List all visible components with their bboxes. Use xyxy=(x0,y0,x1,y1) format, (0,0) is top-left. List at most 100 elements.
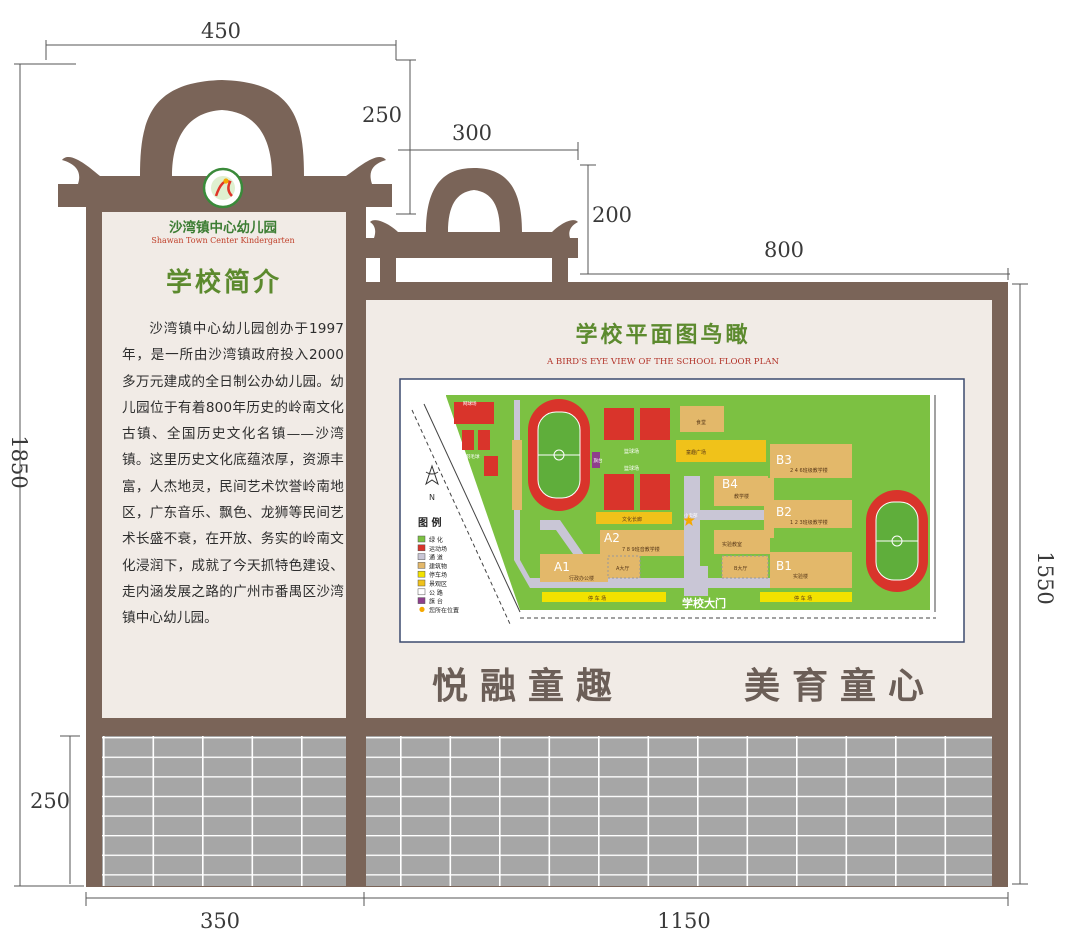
road-line-1 xyxy=(411,409,511,625)
legend-swatch xyxy=(417,553,426,560)
zone-b2-sub: 1 2 3班级教学楼 xyxy=(790,519,828,526)
left-panel-base xyxy=(102,736,346,886)
dim-mid-gable-width: 300 xyxy=(452,121,492,145)
left-roof-arch xyxy=(58,80,392,207)
court-basketball-1 xyxy=(604,408,634,440)
bldg-lab-class xyxy=(714,530,770,554)
school-logo xyxy=(202,167,244,209)
slogan-left: 悦融童趣 xyxy=(432,665,624,707)
bldg-b1 xyxy=(770,552,852,588)
court-basketball-3 xyxy=(604,474,634,510)
right-board-base xyxy=(366,736,992,886)
legend-label: 您所在位置 xyxy=(429,606,459,614)
board-gap-strip xyxy=(346,718,366,886)
bldg-b4 xyxy=(714,476,768,506)
legend-label: 停车场 xyxy=(429,571,447,579)
dimension-lines xyxy=(14,40,1028,906)
bldg-b3 xyxy=(770,444,852,478)
map-north-label: N xyxy=(429,493,435,502)
dim-right-panel-width: 1150 xyxy=(657,909,710,933)
zone-a1-sub: 行政办公楼 xyxy=(569,575,594,582)
legend-label: 建筑物 xyxy=(429,562,447,570)
bldg-a1 xyxy=(540,554,608,582)
mid-roof-arch xyxy=(366,168,578,258)
road-line-2 xyxy=(423,403,521,613)
left-panel-board xyxy=(102,212,346,718)
zone-b-hall: B大厅 xyxy=(734,565,747,572)
legend-swatch xyxy=(417,570,426,578)
legend-label: 景观区 xyxy=(429,581,447,588)
bldg-b2 xyxy=(770,500,852,528)
zone-lab-class: 实验教室 xyxy=(722,541,742,548)
zone-plaza: 童趣广场 xyxy=(686,449,706,456)
bldg-corridor-left xyxy=(512,440,522,510)
culture-corridor xyxy=(596,512,672,524)
bldg-b-corridor xyxy=(764,478,774,538)
zone-culture: 文化长廊 xyxy=(622,516,642,523)
bldg-a-hall xyxy=(607,555,641,579)
mid-post-right xyxy=(552,256,568,286)
legend-label: 公 路 xyxy=(429,589,443,597)
legend-label: 通 道 xyxy=(429,554,443,562)
legend-label: 旗 台 xyxy=(429,598,443,606)
mid-post-left xyxy=(380,256,396,286)
dim-right-board-height: 1550 xyxy=(1033,551,1057,604)
dim-right-board-width: 800 xyxy=(764,238,804,262)
zone-parking-right: 停 车 场 xyxy=(794,595,812,602)
zone-basketball-top: 篮球场 xyxy=(624,448,639,455)
legend-swatch xyxy=(417,597,426,604)
court-basketball-4 xyxy=(640,474,670,510)
parking-right xyxy=(760,592,852,602)
passage-gate xyxy=(684,566,708,596)
flag-platform xyxy=(592,452,600,468)
legend-label: 运动场 xyxy=(429,545,447,553)
zone-small-shop: 小卖部 xyxy=(684,512,698,519)
logo-head-icon xyxy=(223,178,229,184)
intro-heading: 学校简介 xyxy=(166,267,282,298)
field-left-center xyxy=(553,449,565,461)
zone-a1: A1 xyxy=(554,560,570,574)
legend-swatch xyxy=(417,535,426,543)
legend-swatch xyxy=(419,606,425,613)
court-basketball-2 xyxy=(640,408,670,440)
dim-total-height: 1850 xyxy=(7,435,31,488)
parking-left xyxy=(542,592,666,602)
zone-b1: B1 xyxy=(776,559,792,573)
dim-mid-gable-height: 250 xyxy=(362,103,402,127)
map-title-en: A BIRD'S EYE VIEW OF THE SCHOOL FLOOR PL… xyxy=(546,357,779,367)
legend-swatch xyxy=(417,588,426,596)
zone-b1-sub: 实验楼 xyxy=(793,573,808,580)
campus-map xyxy=(399,378,965,643)
bldg-b-hall xyxy=(721,555,769,579)
school-name-cn: 沙湾镇中心幼儿园 xyxy=(169,219,277,236)
court-badminton-2 xyxy=(478,430,490,450)
slogan-right: 美育童心 xyxy=(744,665,936,707)
north-arrow-icon xyxy=(425,464,439,486)
school-name-en: Shawan Town Center Kindergarten xyxy=(151,236,294,245)
legend-swatch xyxy=(417,579,426,587)
zone-b2: B2 xyxy=(776,505,792,519)
zone-b3: B3 xyxy=(776,453,792,467)
zone-b4: B4 xyxy=(722,477,738,491)
zone-tennis: 网球场 xyxy=(463,400,477,407)
dim-top-left: 450 xyxy=(201,19,241,43)
logo-figure-icon xyxy=(214,180,233,197)
legend-swatch xyxy=(417,544,426,552)
zone-a2: A2 xyxy=(604,531,620,545)
dim-left-panel-width: 350 xyxy=(200,909,240,933)
dim-base-height: 250 xyxy=(30,789,70,813)
legend-swatch xyxy=(417,562,426,569)
bldg-plaza xyxy=(676,440,766,462)
bldg-a2 xyxy=(600,530,684,556)
bldg-top xyxy=(680,406,724,432)
you-are-here-icon xyxy=(683,514,695,526)
legend-title: 图 例 xyxy=(418,516,441,529)
court-tennis xyxy=(454,402,494,424)
field-right-center xyxy=(891,535,903,547)
zone-b4-sub: 教学楼 xyxy=(734,493,749,500)
intro-paragraph: 沙湾镇中心幼儿园创办于1997年，是一所由沙湾镇政府投入2000多万元建成的全日… xyxy=(122,321,344,627)
zone-top-building: 食堂 xyxy=(696,419,706,426)
zone-parking-left: 停 车 场 xyxy=(588,595,606,602)
map-gate-label: 学校大门 xyxy=(682,596,726,610)
